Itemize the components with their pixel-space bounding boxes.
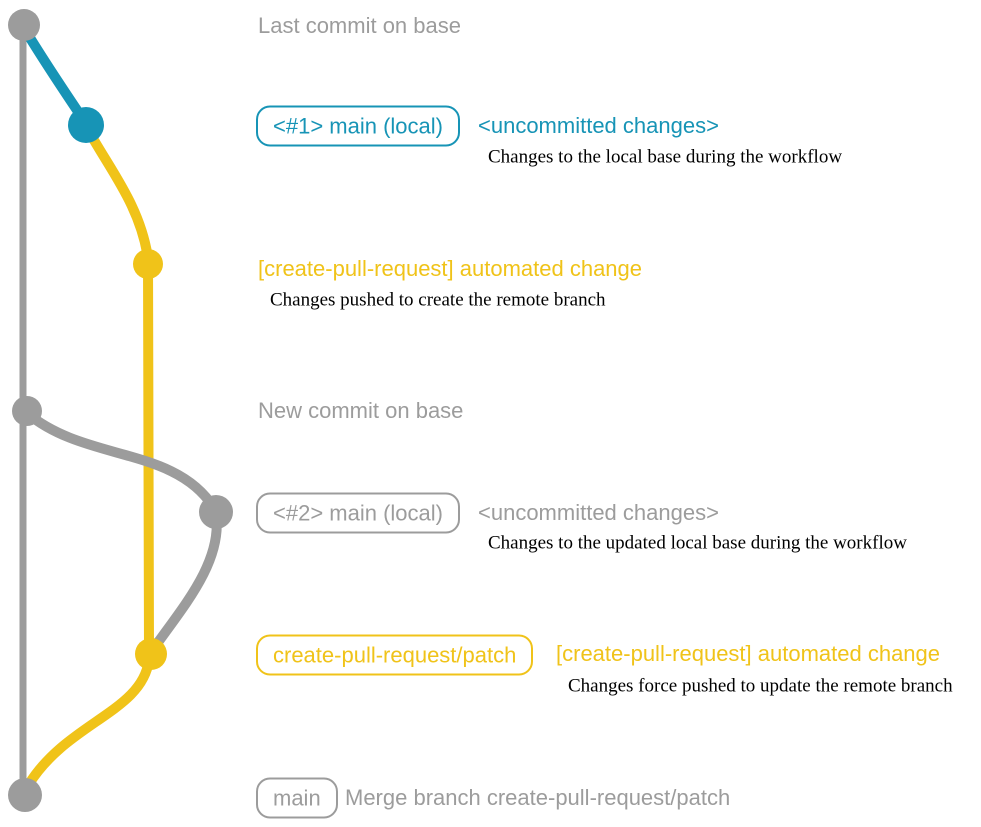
commit-node-main1 — [68, 107, 104, 143]
commit-node-merge — [8, 778, 42, 812]
cpr-commit-message-2: [create-pull-request] automated change — [556, 641, 941, 666]
commit-node-new-base — [12, 396, 42, 426]
branch-tag-main2: <#2> main (local) — [256, 492, 460, 534]
uncommitted-changes-label-2: <uncommitted changes> — [478, 500, 719, 525]
last-commit-label: Last commit on base — [258, 13, 461, 38]
branch2-note: Changes to the updated local base during… — [488, 532, 907, 554]
cpr-commit-message-1: [create-pull-request] automated change — [258, 256, 643, 281]
patch-branch-line-upper — [82, 123, 154, 657]
branch-tag-main1: <#1> main (local) — [256, 105, 460, 147]
cpr1-note: Changes pushed to create the remote bran… — [270, 289, 606, 311]
patch-note: Changes force pushed to update the remot… — [568, 675, 953, 697]
local-main1-branch-line — [19, 23, 90, 127]
branch-tag-patch: create-pull-request/patch — [256, 634, 534, 676]
local-main2-branch-line-lower — [149, 509, 222, 653]
commit-node-last-base — [8, 9, 40, 41]
merge-commit-message: Merge branch create-pull-request/patch — [345, 785, 731, 810]
commit-node-main2 — [199, 495, 233, 529]
local-main2-branch-line-upper — [22, 408, 219, 513]
commit-node-cpr1 — [133, 249, 163, 279]
branch-tag-main-merged: main — [256, 777, 338, 819]
patch-branch-merge-line — [24, 655, 154, 789]
commit-node-cpr2 — [135, 638, 167, 670]
new-commit-label: New commit on base — [258, 398, 464, 423]
branch1-note: Changes to the local base during the wor… — [488, 146, 843, 168]
uncommitted-changes-label-1: <uncommitted changes> — [478, 113, 719, 138]
